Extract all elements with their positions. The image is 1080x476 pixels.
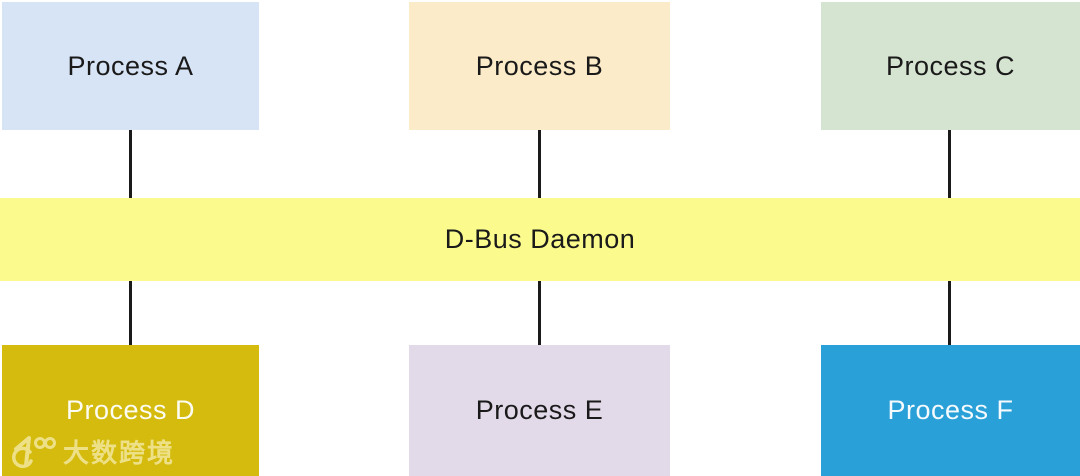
connector-process-c-bus bbox=[948, 130, 951, 198]
connector-bus-process-d bbox=[129, 281, 132, 345]
process-b-label: Process B bbox=[475, 50, 604, 81]
process-a-label: Process A bbox=[67, 50, 194, 81]
process-f-box: Process F bbox=[821, 345, 1080, 476]
connector-process-a-bus bbox=[129, 130, 132, 198]
process-c-box: Process C bbox=[821, 2, 1080, 130]
process-f-label: Process F bbox=[887, 395, 1014, 425]
connector-bus-process-e bbox=[538, 281, 541, 345]
dbus-daemon-label: D-Bus Daemon bbox=[444, 224, 636, 254]
process-e-box: Process E bbox=[409, 345, 670, 476]
dbus-daemon-bar: D-Bus Daemon bbox=[0, 198, 1080, 281]
process-c-label: Process C bbox=[885, 50, 1016, 81]
process-d-box: Process D bbox=[2, 345, 259, 476]
process-b-box: Process B bbox=[409, 2, 670, 130]
process-a-box: Process A bbox=[2, 2, 259, 130]
process-e-label: Process E bbox=[475, 395, 604, 425]
process-d-label: Process D bbox=[65, 395, 196, 425]
connector-process-b-bus bbox=[538, 130, 541, 198]
connector-bus-process-f bbox=[948, 281, 951, 345]
